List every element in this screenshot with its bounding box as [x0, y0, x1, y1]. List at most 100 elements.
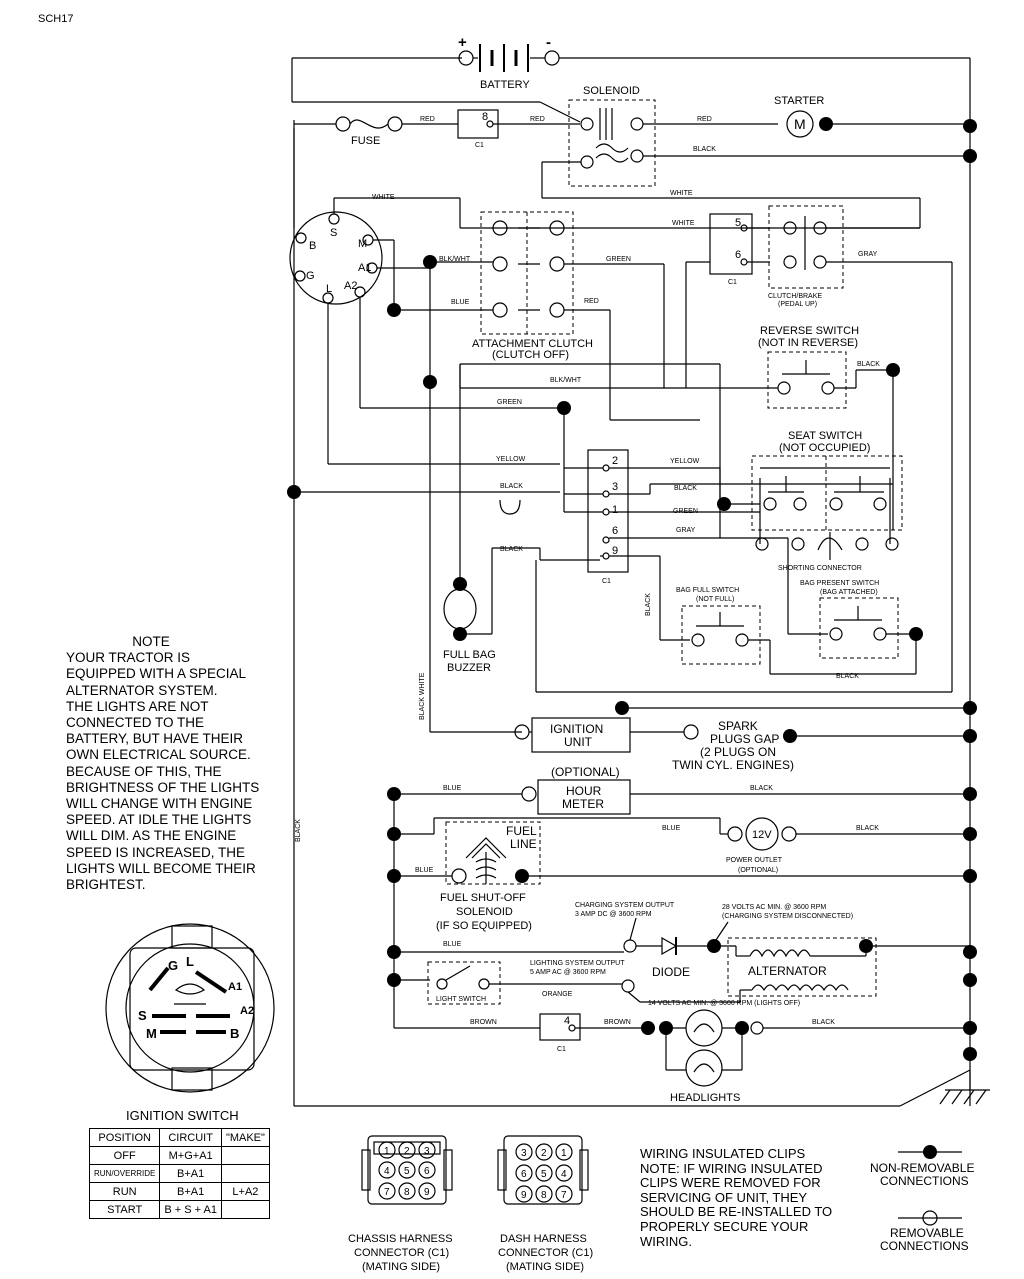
table-header: "MAKE" [221, 1128, 270, 1147]
dash-pin: 8 [541, 1190, 547, 1201]
legend-non-removable-dot [923, 1145, 937, 1159]
legend-removable-dot [922, 1210, 938, 1226]
ign-terminal-l: L [326, 283, 332, 295]
hour-meter-optional: (OPTIONAL) [551, 765, 620, 779]
clutch-brake-label: CLUTCH/BRAKE [768, 293, 822, 300]
wire-label-yellow: YELLOW [496, 456, 526, 463]
ground-bus [293, 58, 971, 1107]
chassis-connector-title-3: (MATING SIDE) [362, 1261, 440, 1273]
bag-full-switch-label: BAG FULL SWITCH [676, 587, 739, 594]
reverse-switch: REVERSE SWITCH (NOT IN REVERSE) BLACK BL… [459, 325, 900, 510]
ignition-switch-face: G L A1 A2 B M S IGNITION SWITCH [105, 923, 275, 1123]
ignition-unit: IGNITION UNIT SPARK PLUGS GAP (2 PLUGS O… [514, 701, 970, 772]
wire-label-black: BLACK [812, 1019, 835, 1026]
table-cell: B + S + A1 [159, 1200, 222, 1219]
headlights: BROWN 4 C1 BROWN BLACK HEADLIGHTS [394, 1009, 970, 1104]
chassis-connector-title-2: CONNECTOR (C1) [354, 1247, 449, 1259]
wire-label-black: BLACK [693, 146, 716, 153]
table-cell: B+A1 [159, 1164, 222, 1183]
wire-label-gray: GRAY [676, 527, 696, 534]
chassis-pin: 6 [424, 1166, 430, 1177]
ign-terminal-a1: A1 [358, 262, 371, 274]
legend: NON-REMOVABLE CONNECTIONS REMOVABLE CONN… [870, 1145, 974, 1253]
fuel-shutoff-label-3: (IF SO EQUIPPED) [436, 920, 532, 932]
fuel-shutoff-solenoid: FUEL LINE BLUE FUEL SHUT-OFF SOLENOID (I… [387, 821, 970, 932]
spark-label-2: PLUGS GAP [710, 732, 779, 746]
table-cell: L+A2 [220, 1182, 270, 1201]
ignition-switch-title: IGNITION SWITCH [126, 1108, 239, 1123]
light-switch: ORANGE LIGHT SWITCH [387, 961, 622, 1028]
wire-label-black: BLACK [500, 483, 523, 490]
ignition-switch-schematic: B S M A1 A2 L G WHITE WHITE [289, 128, 921, 464]
alternator-note: NOTE YOUR TRACTOR IS EQUIPPED WITH A SPE… [66, 634, 286, 893]
fuse: FUSE RED [294, 116, 458, 147]
wire-label-gray: GRAY [858, 251, 878, 258]
alternator-label: ALTERNATOR [748, 964, 827, 978]
seat-switch-state: (NOT OCCUPIED) [779, 442, 870, 454]
wire-label-black: BLACK [674, 485, 697, 492]
dash-harness-connector: 3 2 1 6 5 4 9 8 7 DASH HARNESS CONNECTOR… [497, 1135, 593, 1273]
wire-label-yellow: YELLOW [670, 458, 700, 465]
power-outlet-label: POWER OUTLET [726, 857, 783, 864]
ign-terminal-m: M [358, 238, 367, 250]
pin-label: 6 [612, 525, 618, 537]
chassis-pin: 3 [424, 1146, 430, 1157]
wire-label-white: WHITE [372, 194, 395, 201]
dash-pin: 9 [521, 1190, 527, 1201]
solenoid: SOLENOID RED BLACK WHITE [541, 85, 970, 199]
legend-non-removable-2: CONNECTIONS [880, 1174, 969, 1188]
alternator-lights-volts: 14 VOLTS AC MIN. @ 3600 RPM (LIGHTS OFF) [648, 1000, 800, 1007]
ign-face-s: S [138, 1008, 147, 1023]
dash-pin: 6 [521, 1169, 527, 1180]
wire-label-blue: BLUE [443, 941, 462, 948]
fuel-shutoff-label-1: FUEL SHUT-OFF [440, 892, 526, 904]
ignition-switch-table: POSITION CIRCUIT "MAKE" OFF M+G+A1 RUN/O… [88, 1128, 270, 1219]
table-cell: M+G+A1 [159, 1146, 222, 1165]
chassis-pin: 7 [384, 1187, 390, 1198]
pin-label: 4 [564, 1015, 570, 1027]
spark-label-3: (2 PLUGS ON [700, 745, 776, 759]
legend-non-removable-1: NON-REMOVABLE [870, 1161, 974, 1175]
ignition-unit-label-1: IGNITION [550, 722, 603, 736]
table-cell [220, 1164, 270, 1183]
ign-face-b: B [230, 1026, 239, 1041]
harness-center: GREEN YELLOW BLACK FULL BAG BUZZER BLACK… [287, 364, 952, 733]
table-cell: RUN/OVERRIDE [88, 1164, 161, 1183]
charging-output-label-2: 3 AMP DC @ 3600 RPM [575, 911, 652, 918]
dash-pin: 7 [561, 1190, 567, 1201]
battery-plus: + [458, 34, 467, 51]
page-id: SCH17 [38, 13, 73, 25]
wire-label-red: RED [697, 116, 712, 123]
ign-face-a2: A2 [240, 1005, 254, 1017]
chassis-pin: 9 [424, 1187, 430, 1198]
seat-switch-label: SEAT SWITCH [788, 430, 862, 442]
connector-label: C1 [602, 578, 611, 585]
reverse-switch-state: (NOT IN REVERSE) [758, 337, 858, 349]
fuel-shutoff-label-2: SOLENOID [456, 906, 513, 918]
attachment-clutch: BLK/WHT BLUE GREEN RED ATTACHMENT CLUTCH… [387, 211, 665, 420]
table-cell: B+A1 [159, 1182, 222, 1201]
headlights-label: HEADLIGHTS [670, 1092, 740, 1104]
fuel-line-label-1: FUEL [506, 824, 537, 838]
ign-terminal-a2: A2 [344, 280, 357, 292]
ign-face-a1: A1 [228, 981, 242, 993]
power-outlet: BLUE 12V BLACK POWER OUTLET (OPTIONAL) [387, 817, 970, 874]
wire-label-black: BLACK [750, 785, 773, 792]
attachment-clutch-label: ATTACHMENT CLUTCH [472, 338, 593, 350]
alternator-volts-label-2: (CHARGING SYSTEM DISCONNECTED) [722, 913, 853, 920]
table-cell: OFF [88, 1146, 161, 1165]
ign-face-m: M [146, 1026, 157, 1041]
reverse-switch-label: REVERSE SWITCH [760, 325, 859, 337]
chassis-pin: 4 [384, 1166, 390, 1177]
wire-label-red: RED [420, 116, 435, 123]
c1-center-connector: 2 3 1 6 9 C1 YELLOW BLACK GREEN GRAY BLA… [564, 449, 893, 641]
dash-pin: 1 [561, 1148, 567, 1159]
wire-label-green: GREEN [673, 508, 698, 515]
dash-pin: 4 [561, 1169, 567, 1180]
ground-symbol [939, 1070, 990, 1105]
c1-pin-8: 8 C1 RED [457, 109, 580, 149]
wire-label-orange: ORANGE [542, 991, 573, 998]
shorting-connector-label: SHORTING CONNECTOR [778, 565, 862, 572]
starter-motor-symbol: M [794, 116, 806, 132]
